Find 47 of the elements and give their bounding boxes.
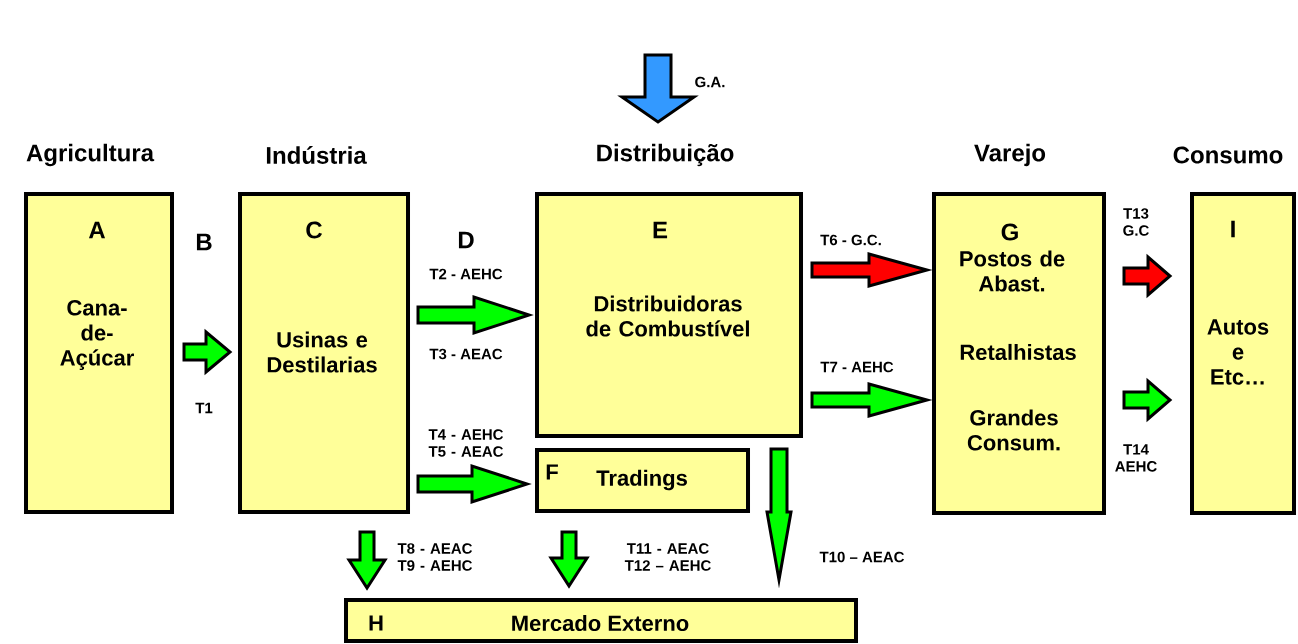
process-box: A Cana- de- Açúcar — [24, 192, 174, 514]
edge-label: T6 - G.C. — [820, 234, 881, 246]
process-box: G Postos de Abast. Retalhistas Grandes Consum. — [932, 192, 1106, 515]
arrow — [810, 252, 933, 288]
arrow — [1122, 253, 1173, 299]
edge-label: T2 - AEHC — [429, 268, 503, 280]
node-label: A — [88, 221, 106, 239]
process-box: H Mercado Externo — [344, 598, 858, 643]
node-label: Retalhistas — [960, 343, 1076, 361]
arrow — [617, 53, 699, 124]
node-label: Usinas e Destilarias — [267, 331, 377, 373]
node-label: C — [306, 221, 323, 239]
node-label: I — [1231, 220, 1235, 238]
flow-label: T3 - AEAC — [429, 348, 503, 360]
stage-heading: Indústria — [266, 146, 367, 164]
stage-heading: Varejo — [974, 143, 1046, 167]
edge-label: T8 - AEAC T9 - AEHC — [397, 543, 473, 571]
arrow — [765, 447, 793, 589]
edge-label: T10 – AEAC — [819, 551, 905, 563]
arrow — [416, 463, 532, 505]
process-box: F Tradings — [535, 448, 750, 513]
edge-label: T13 G.C — [1123, 208, 1149, 236]
process-box: E Distribuidoras de Combustível — [535, 192, 803, 438]
edge-label: T4 - AEHC T5 - AEAC — [428, 429, 504, 457]
node-label: Cana- de- Açúcar — [60, 300, 134, 370]
process-box: C Usinas e Destilarias — [238, 192, 410, 514]
node-label: G — [1001, 223, 1018, 241]
node-label: Autos e Etc… — [1207, 319, 1269, 385]
arrow — [1122, 377, 1173, 423]
flow-label: B — [196, 233, 212, 251]
flow-label: D — [458, 231, 474, 249]
edge-label: T1 — [195, 402, 213, 414]
edge-label: T14 AEHC — [1115, 444, 1157, 472]
arrow — [416, 294, 534, 336]
node-label: Grandes Consum. — [967, 409, 1060, 451]
stage-heading: Distribuição — [597, 143, 734, 167]
arrow — [182, 328, 233, 376]
stage-heading: Agricultura — [26, 143, 155, 167]
arrow — [548, 530, 590, 589]
stage-heading: Consumo — [1173, 146, 1283, 164]
arrow — [810, 382, 933, 418]
node-label: Postos de Abast. — [960, 250, 1065, 292]
process-box: I Autos e Etc… — [1190, 192, 1296, 515]
edge-label: T7 - AEHC — [820, 361, 894, 373]
arrow — [346, 530, 388, 591]
edge-label: G.A. — [695, 76, 725, 88]
edge-label: T11 - AEAC T12 – AEHC — [624, 543, 711, 571]
